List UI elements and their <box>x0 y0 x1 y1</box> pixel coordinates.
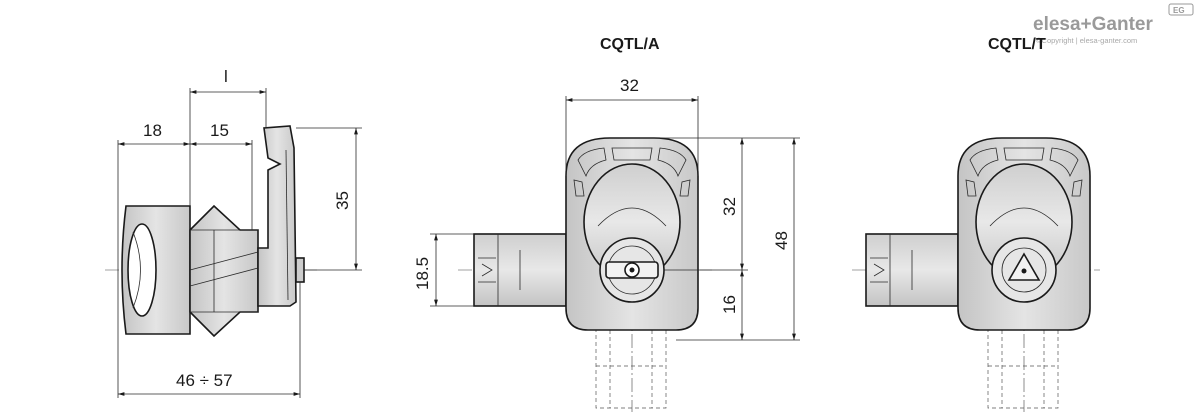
dim-15: 15 <box>210 121 229 140</box>
side-knob-hole <box>127 223 157 317</box>
brand-badge: EG <box>1173 6 1185 15</box>
brand-block: elesa+Ganter ©Copyright | elesa-ganter.c… <box>1033 3 1194 45</box>
brand-logo: elesa+Ganter <box>1033 14 1153 35</box>
copyright-note: ©Copyright | elesa-ganter.com <box>1036 36 1137 45</box>
side-cam-tongue <box>257 125 297 307</box>
side-shaft-nut <box>295 257 305 283</box>
dim-32w: 32 <box>620 76 639 95</box>
front-view-b: CQTL/T <box>852 36 1100 412</box>
front-b-triangle-key <box>1007 252 1041 281</box>
dim-l: l <box>224 67 228 86</box>
dim-18-5: 18.5 <box>413 257 432 290</box>
dim-18: 18 <box>143 121 162 140</box>
front-view-a: CQTL/A <box>413 36 800 412</box>
dim-48: 48 <box>772 231 791 250</box>
front-a-title: CQTL/A <box>600 36 660 53</box>
dim-16: 16 <box>720 295 739 314</box>
side-view: l 18 15 35 46 ÷ 57 <box>105 67 362 398</box>
brand-badge-frame <box>1168 3 1194 16</box>
dim-32h: 32 <box>720 197 739 216</box>
dim-total: 46 ÷ 57 <box>176 371 233 390</box>
dim-35: 35 <box>333 191 352 210</box>
front-b-title: CQTL/T <box>988 36 1046 53</box>
